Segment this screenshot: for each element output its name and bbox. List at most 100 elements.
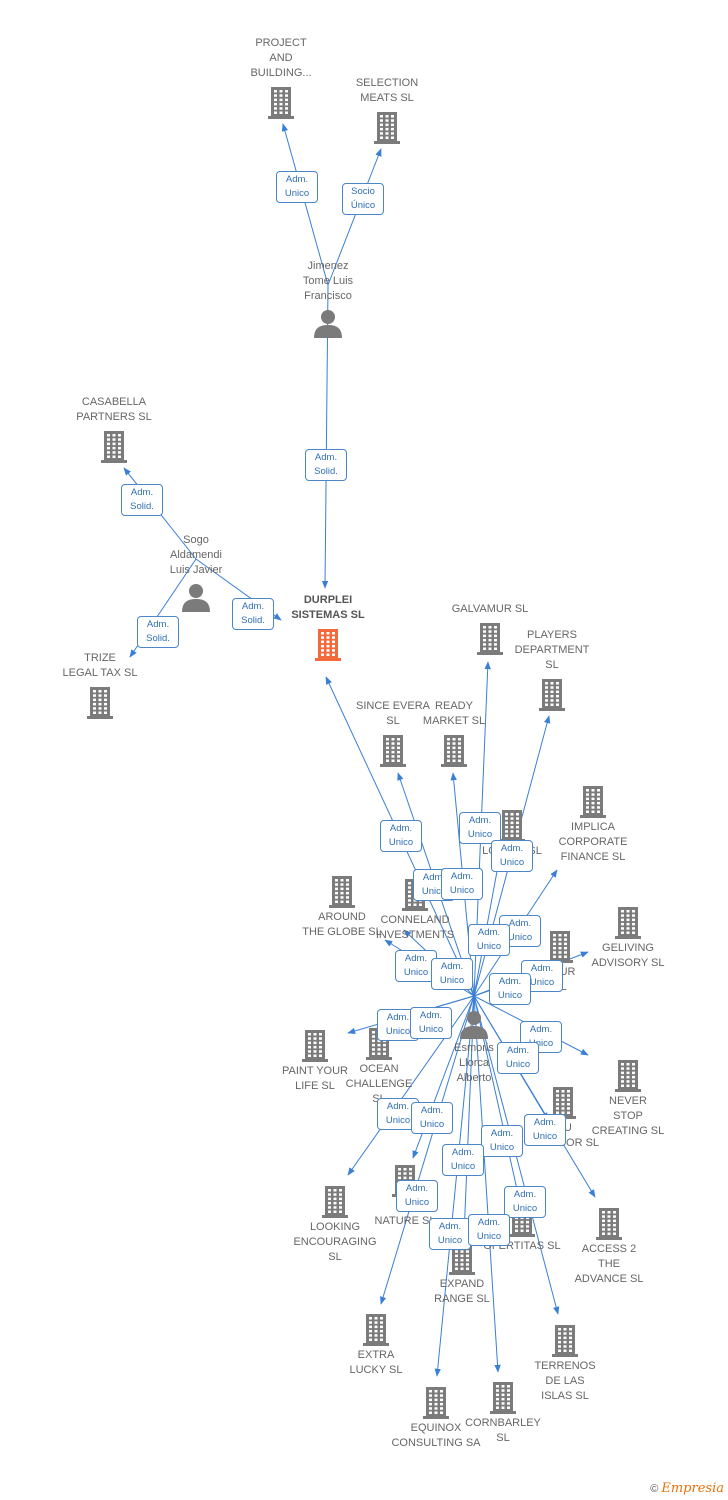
building-icon-selection[interactable] [373,110,401,149]
node-label[interactable]: SELECTION MEATS SL [355,77,419,104]
building-icon-cornbarley[interactable] [489,1380,517,1419]
node-durplei[interactable]: DURPLEI SISTEMAS SL [268,593,388,623]
node-label[interactable]: GALVAMUR SL [451,603,529,615]
node-label[interactable]: CONNELAND INVESTMENTS [375,914,455,941]
node-label[interactable]: AROUND THE GLOBE SL [302,911,382,938]
building-icon-aroundglobe[interactable] [328,874,356,913]
building-icon-galvamur[interactable] [476,621,504,660]
role-badge-jimenez-selection[interactable]: Socio Único [342,183,384,215]
node-label[interactable]: CORNBARLEY SL [465,1417,541,1444]
node-galvamur[interactable]: GALVAMUR SL [430,602,550,617]
node-label[interactable]: ACCESS 2 THE ADVANCE SL [574,1243,644,1285]
node-label[interactable]: NEVER STOP CREATING SL [591,1095,665,1137]
node-geliving[interactable]: GELIVING ADVISORY SL [568,941,688,971]
node-label[interactable]: EXPAND RANGE SL [434,1278,490,1305]
building-icon-implica[interactable] [579,784,607,823]
node-selection[interactable]: SELECTION MEATS SL [327,76,447,106]
role-badge-sogo-trize[interactable]: Adm. Solid. [137,616,179,648]
role-badge-esmoris-access2[interactable]: Adm. Unico [497,1042,539,1074]
role-badge-esmoris-extralucky[interactable]: Adm. Unico [396,1180,438,1212]
person-icon-esmoris[interactable] [459,1009,489,1044]
node-aroundglobe[interactable]: AROUND THE GLOBE SL [282,910,402,940]
node-players[interactable]: PLAYERS DEPARTMENT SL [492,628,612,673]
role-badge-esmoris-players[interactable]: Adm. Unico [491,840,533,872]
building-icon-terrenos[interactable] [551,1323,579,1362]
role-badge-esmoris-aroundglobe[interactable]: Adm. Unico [431,958,473,990]
role-badge-esmoris-equinox[interactable]: Adm. Unico [429,1218,471,1250]
role-badge-esmoris-implica[interactable]: Adm. Unico [468,924,510,956]
building-icon-players[interactable] [538,677,566,716]
building-icon-project[interactable] [267,85,295,124]
role-badge-esmoris-galvamur[interactable]: Adm. Unico [459,812,501,844]
building-icon-equinox[interactable] [422,1385,450,1424]
node-label[interactable]: GELIVING ADVISORY SL [591,942,665,969]
building-icon-durplei[interactable] [314,627,342,666]
node-label[interactable]: TRIZE LEGAL TAX SL [62,652,138,679]
node-label[interactable]: LOOKING ENCOURAGING SL [293,1221,377,1263]
node-jimenez[interactable]: Jimenez Tome Luis Francisco [268,259,388,304]
role-badge-esmoris-nevercreating[interactable]: Adm. Unico [520,1021,562,1053]
node-label[interactable]: Esmoris Llorca Alberto [454,1042,494,1084]
building-icon-expandrange[interactable] [448,1241,476,1280]
node-sogo[interactable]: Sogo Aldamendi Luis Javier [136,533,256,578]
building-icon-paintyourlife[interactable] [301,1028,329,1067]
building-icon-looking[interactable] [321,1184,349,1223]
role-badge-sogo-casabella[interactable]: Adm. Solid. [121,484,163,516]
node-extralucky[interactable]: EXTRA LUCKY SL [316,1348,436,1378]
node-label[interactable]: Jimenez Tome Luis Francisco [302,260,354,302]
node-sinceevera[interactable]: SINCE EVERA SL [333,699,453,729]
person-icon-sogo[interactable] [181,582,211,617]
role-badge-esmoris-cornbarley[interactable]: Adm. Unico [468,1214,510,1246]
building-icon-access2[interactable] [595,1206,623,1245]
role-badge-jimenez-durplei[interactable]: Adm. Solid. [305,449,347,481]
node-nevercreating[interactable]: NEVER STOP CREATING SL [568,1094,688,1139]
role-badge-esmoris-readymarket[interactable]: Adm. Unico [441,868,483,900]
building-icon-readymarket[interactable] [440,733,468,772]
node-looking[interactable]: LOOKING ENCOURAGING SL [275,1220,395,1265]
role-badge-esmoris-ganador[interactable]: Adm. Unico [524,1114,566,1146]
node-project[interactable]: PROJECT AND BUILDING... [221,36,341,81]
node-label[interactable]: READY MARKET SL [422,700,486,727]
node-label[interactable]: SINCE EVERA SL [356,700,430,727]
role-badge-esmoris-ofertitas[interactable]: Adm. Unico [481,1125,523,1157]
node-label[interactable]: EXTRA LUCKY SL [349,1349,403,1376]
role-badge-jimenez-project[interactable]: Adm. Unico [276,171,318,203]
node-equinox[interactable]: EQUINOX CONSULTING SA [376,1421,496,1451]
node-terrenos[interactable]: TERRENOS DE LAS ISLAS SL [505,1359,625,1404]
node-expandrange[interactable]: EXPAND RANGE SL [402,1277,522,1307]
building-icon-extralucky[interactable] [362,1312,390,1351]
role-badge-esmoris-nature[interactable]: Adm. Unico [411,1102,453,1134]
node-label[interactable]: PAINT YOUR LIFE SL [281,1065,349,1092]
node-paintyourlife[interactable]: PAINT YOUR LIFE SL [255,1064,375,1094]
node-cornbarley[interactable]: CORNBARLEY SL [443,1416,563,1446]
person-icon-jimenez[interactable] [313,308,343,343]
role-badge-esmoris-expandrange[interactable]: Adm. Unico [442,1144,484,1176]
node-label[interactable]: PLAYERS DEPARTMENT SL [514,629,590,671]
node-label[interactable]: DURPLEI SISTEMAS SL [291,594,365,621]
role-badge-esmoris-terrenos[interactable]: Adm. Unico [504,1186,546,1218]
relation-edge-jimenez-project [281,123,329,286]
building-icon-casabella[interactable] [100,429,128,468]
building-icon-nevercreating[interactable] [614,1058,642,1097]
node-label[interactable]: Sogo Aldamendi Luis Javier [169,534,223,576]
role-badge-esmoris-tour[interactable]: Adm. Unico [489,973,531,1005]
node-label[interactable]: TERRENOS DE LAS ISLAS SL [534,1360,596,1402]
building-icon-geliving[interactable] [614,905,642,944]
node-conneland[interactable]: CONNELAND INVESTMENTS [355,913,475,943]
node-label[interactable]: PROJECT AND BUILDING... [250,37,312,79]
node-esmoris[interactable]: Esmoris Llorca Alberto [414,1041,534,1086]
role-badge-esmoris-durplei[interactable]: Adm. Unico [380,820,422,852]
node-label[interactable]: EQUINOX CONSULTING SA [391,1422,481,1449]
role-badge-sogo-durplei[interactable]: Adm. Solid. [232,598,274,630]
node-trize[interactable]: TRIZE LEGAL TAX SL [40,651,160,681]
role-badge-esmoris-oceanchallenge[interactable]: Adm. Unico [410,1007,452,1039]
building-icon-sinceevera[interactable] [379,733,407,772]
brand-logo[interactable]: Empresia [661,1481,724,1496]
building-icon-trize[interactable] [86,685,114,724]
node-access2[interactable]: ACCESS 2 THE ADVANCE SL [549,1242,669,1287]
node-casabella[interactable]: CASABELLA PARTNERS SL [54,395,174,425]
node-readymarket[interactable]: READY MARKET SL [394,699,514,729]
node-label[interactable]: IMPLICA CORPORATE FINANCE SL [558,821,628,863]
node-implica[interactable]: IMPLICA CORPORATE FINANCE SL [533,820,653,865]
node-label[interactable]: CASABELLA PARTNERS SL [76,396,152,423]
